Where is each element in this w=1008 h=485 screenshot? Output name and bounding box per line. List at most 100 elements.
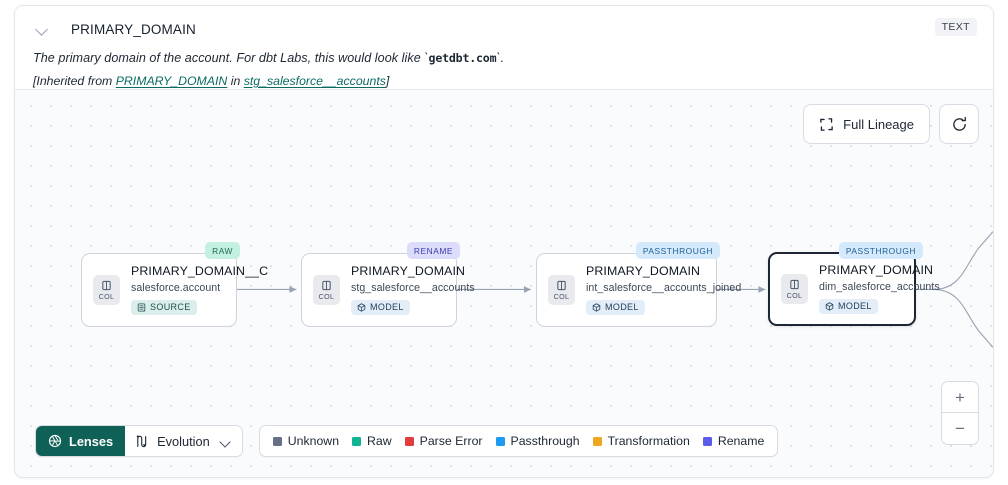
node-title: PRIMARY_DOMAIN (586, 263, 701, 278)
arrow-2 (523, 286, 531, 293)
legend-label: Rename (717, 434, 765, 448)
lineage-edges (236, 231, 993, 348)
edge-out-upper (933, 231, 993, 291)
node-badge: PASSTHROUGH (838, 242, 923, 259)
canvas-bottom-toolbar: Lenses Evolution (35, 425, 779, 457)
cube-icon (592, 302, 601, 312)
column-chip-label: COL (786, 290, 803, 300)
node-subtitle: int_salesforce__accounts_joined (586, 281, 742, 294)
edge-out-lower (933, 288, 993, 348)
column-icon (790, 279, 799, 289)
node-body: PRIMARY_DOMAIN dim_salesforce_accounts M… (808, 263, 940, 316)
lineage-node[interactable]: RAW COL PRIMARY_DOMAIN__C salesforce.acc… (81, 242, 268, 327)
aperture-icon (48, 434, 62, 448)
legend-swatch (495, 436, 505, 446)
legend-item-parse-error: Parse Error (404, 434, 483, 448)
node-kind-label: MODEL (370, 302, 404, 312)
lineage-canvas[interactable]: Full Lineage + − RAW (15, 89, 993, 477)
zoom-in-button[interactable]: + (942, 382, 978, 413)
full-lineage-button[interactable]: Full Lineage (803, 104, 930, 144)
lineage-legend: Unknown Raw Parse Error Passthrough (258, 425, 779, 457)
legend-item-transformation: Transformation (592, 434, 690, 448)
legend-swatch (702, 436, 712, 446)
node-body: PRIMARY_DOMAIN int_salesforce__accounts_… (575, 264, 741, 317)
evolution-label: Evolution (157, 433, 210, 449)
legend-item-passthrough: Passthrough (495, 434, 580, 448)
description-code: getdbt.com (428, 51, 497, 65)
column-chip-label: COL (98, 291, 115, 301)
inherited-column-link[interactable]: PRIMARY_DOMAIN (115, 74, 228, 88)
node-kind-badge: MODEL (586, 299, 645, 315)
canvas-controls: Full Lineage (803, 104, 979, 144)
column-chip: COL (548, 275, 575, 305)
node-kind-label: MODEL (605, 302, 639, 312)
lineage-node[interactable]: PASSTHROUGH COL PRIMARY_DOMAIN int_sales… (536, 242, 741, 327)
lineage-node-selected[interactable]: PASSTHROUGH COL PRIMARY_DOMAIN dim_sales… (768, 242, 940, 326)
lenses-label: Lenses (69, 433, 114, 449)
node-body: PRIMARY_DOMAIN stg_salesforce__accounts … (340, 264, 475, 317)
database-icon (137, 302, 146, 312)
legend-swatch (404, 436, 414, 446)
node-title: PRIMARY_DOMAIN__C (131, 263, 269, 278)
full-lineage-label: Full Lineage (843, 116, 914, 132)
node-kind-badge: MODEL (351, 299, 410, 315)
node-subtitle: salesforce.account (131, 281, 221, 294)
column-detail-card: PRIMARY_DOMAIN TEXT The primary domain o… (14, 5, 994, 478)
arrow-1 (289, 286, 297, 293)
legend-item-rename: Rename (702, 434, 765, 448)
node-kind-label: MODEL (838, 301, 872, 311)
description-text-pre: The primary domain of the account. For d… (33, 51, 429, 65)
legend-item-unknown: Unknown (272, 434, 340, 448)
legend-label: Unknown (287, 434, 340, 448)
node-body: PRIMARY_DOMAIN__C salesforce.account SOU… (120, 264, 268, 317)
column-description: The primary domain of the account. For d… (33, 51, 975, 65)
legend-label: Raw (367, 434, 392, 448)
page-title: PRIMARY_DOMAIN (71, 21, 196, 37)
node-kind-badge: SOURCE (131, 299, 197, 315)
column-chip: COL (93, 275, 120, 305)
expand-frame-icon (820, 117, 833, 131)
node-subtitle: dim_salesforce_accounts (819, 280, 940, 293)
zoom-out-button[interactable]: − (955, 419, 965, 438)
inherited-note: [Inherited from PRIMARY_DOMAIN in stg_sa… (33, 74, 975, 88)
type-badge: TEXT (934, 18, 977, 36)
cube-icon (825, 301, 834, 311)
column-chip-label: COL (318, 291, 335, 301)
legend-swatch (592, 436, 602, 446)
inherited-mid: in (227, 74, 244, 88)
arrow-3 (758, 286, 766, 293)
description-text-post: `. (496, 51, 505, 65)
column-icon (322, 280, 331, 290)
legend-item-raw: Raw (352, 434, 392, 448)
zoom-controls: + − (941, 381, 979, 445)
lineage-node[interactable]: RENAME COL PRIMARY_DOMAIN stg_salesforce… (301, 242, 475, 327)
node-badge: PASSTHROUGH (635, 242, 720, 259)
node-title: PRIMARY_DOMAIN (819, 262, 934, 277)
node-kind-label: SOURCE (150, 302, 191, 312)
lenses-button[interactable]: Lenses (36, 426, 126, 456)
inherited-model-link[interactable]: stg_salesforce__accounts (243, 74, 386, 88)
card-header: PRIMARY_DOMAIN TEXT The primary domain o… (15, 6, 993, 89)
refresh-icon (952, 116, 966, 131)
legend-swatch (272, 436, 282, 446)
evolution-dropdown[interactable]: Evolution (125, 426, 242, 456)
legend-label: Transformation (607, 434, 690, 448)
column-chip-label: COL (553, 291, 570, 301)
inherited-suffix: ] (385, 74, 390, 88)
node-badge: RAW (205, 242, 240, 259)
node-title: PRIMARY_DOMAIN (351, 263, 466, 278)
lenses-segmented-control: Lenses Evolution (35, 425, 243, 457)
cube-icon (357, 302, 366, 312)
chevron-down-icon[interactable] (35, 22, 49, 36)
node-badge: RENAME (406, 242, 460, 259)
refresh-button[interactable] (939, 104, 979, 144)
header-title-row: PRIMARY_DOMAIN (33, 18, 975, 40)
node-kind-badge: MODEL (819, 298, 878, 314)
legend-label: Passthrough (510, 434, 580, 448)
inherited-prefix: [Inherited from (33, 74, 116, 88)
evolution-path-icon (136, 435, 147, 447)
column-chip: COL (781, 274, 808, 304)
legend-label: Parse Error (419, 434, 483, 448)
column-icon (557, 280, 566, 290)
column-icon (102, 280, 111, 290)
